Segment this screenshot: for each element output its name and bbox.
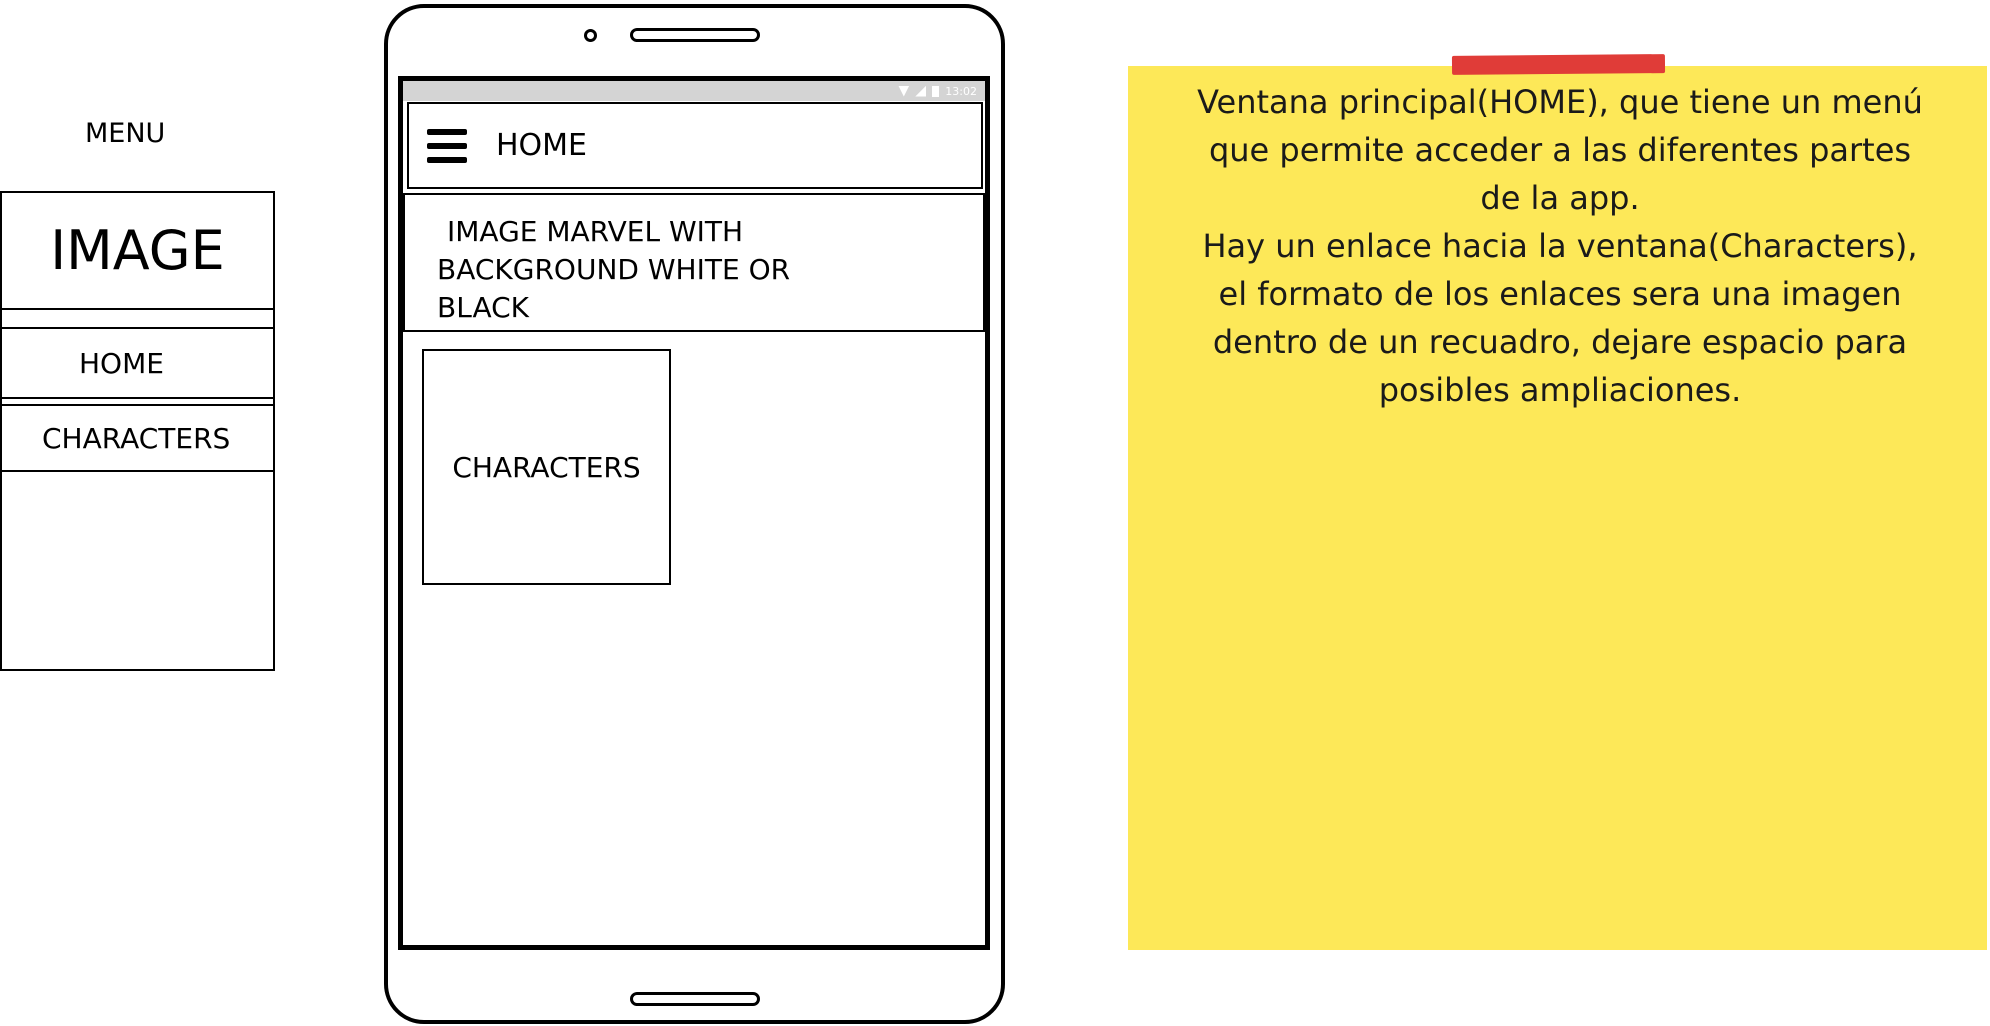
menu-title: MENU <box>85 118 166 149</box>
note-line: Hay un enlace hacia la ventana(Character… <box>1202 227 1918 265</box>
menu-image-placeholder: IMAGE <box>2 193 273 310</box>
app-bar: HOME <box>407 102 983 189</box>
sticky-note <box>1128 66 1987 950</box>
battery-icon <box>932 85 940 97</box>
app-bar-title: HOME <box>496 128 588 163</box>
banner-text-line: BACKGROUND WHITE OR <box>437 253 791 286</box>
banner-text-line: BLACK <box>437 291 530 324</box>
menu-item-characters-label: CHARACTERS <box>42 421 231 455</box>
banner-text-line: IMAGE MARVEL WITH <box>447 215 744 248</box>
home-button[interactable] <box>630 992 760 1006</box>
menu-item-home[interactable]: HOME <box>2 327 273 399</box>
characters-link-card[interactable]: CHARACTERS <box>422 349 671 585</box>
wifi-icon <box>898 85 910 97</box>
note-line: de la app. <box>1480 179 1640 217</box>
note-line: posibles ampliaciones. <box>1378 371 1742 409</box>
note-line: que permite acceder a las diferentes par… <box>1208 131 1912 169</box>
characters-card-label: CHARACTERS <box>452 450 641 484</box>
note-line: Ventana principal(HOME), que tiene un me… <box>1197 83 1923 121</box>
menu-item-characters[interactable]: CHARACTERS <box>2 404 273 472</box>
menu-item-home-label: HOME <box>79 346 164 380</box>
status-time: 13:02 <box>945 84 977 98</box>
phone-screen: 13:02 HOME IMAGE MARVEL WITH BACKGROUND … <box>398 76 990 950</box>
note-line: dentro de un recuadro, dejare espacio pa… <box>1212 323 1908 361</box>
sticky-note-text: Ventana principal(HOME), que tiene un me… <box>1140 78 1980 414</box>
hamburger-menu-icon[interactable] <box>427 128 467 163</box>
status-bar: 13:02 <box>403 81 985 101</box>
tape-strip <box>1451 54 1666 75</box>
speaker-grille-top <box>630 28 760 42</box>
camera-icon <box>584 29 597 42</box>
marvel-banner-placeholder: IMAGE MARVEL WITH BACKGROUND WHITE OR BL… <box>403 193 985 332</box>
menu-drawer: IMAGE HOME CHARACTERS <box>0 191 275 671</box>
signal-icon <box>915 85 927 97</box>
note-line: el formato de los enlaces sera una image… <box>1218 275 1902 313</box>
